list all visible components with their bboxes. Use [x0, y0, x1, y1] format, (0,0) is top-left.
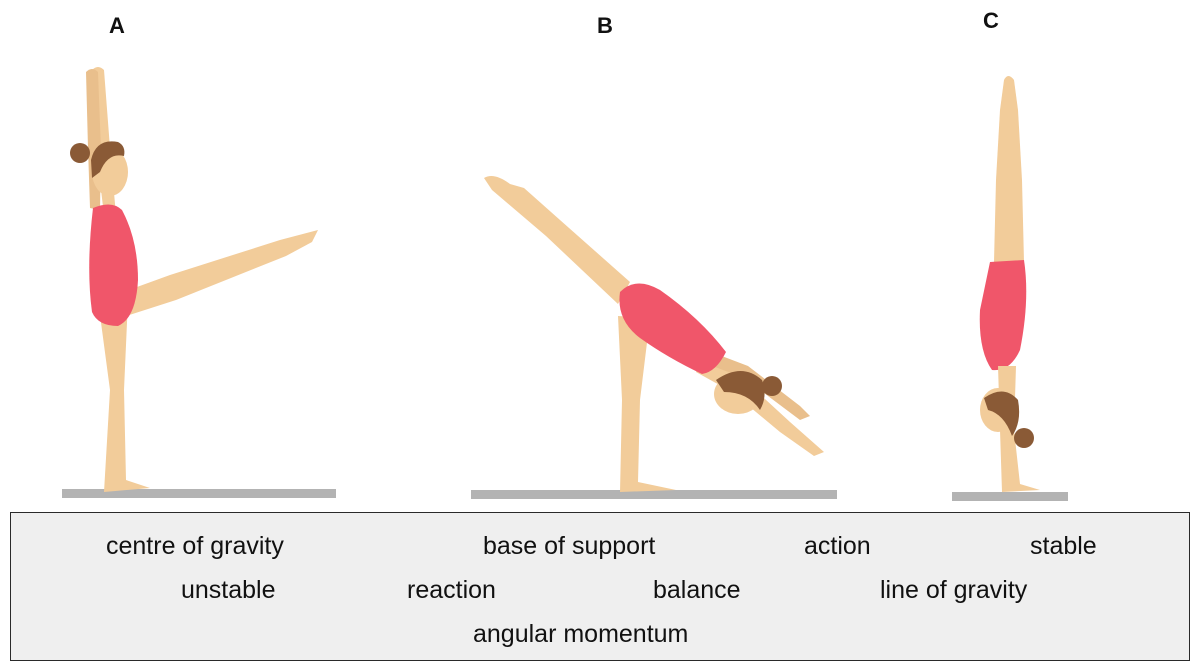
word-bank-term: balance [653, 578, 741, 603]
floor-b [471, 490, 837, 499]
floor-a [62, 489, 336, 498]
gymnast-a-hair-bun [70, 143, 90, 163]
word-bank-term: centre of gravity [106, 534, 284, 559]
gymnast-c-leotard [980, 260, 1027, 370]
gymnast-b [471, 176, 837, 499]
gymnast-b-hair-bun [762, 376, 782, 396]
gymnast-b-raised-leg [484, 176, 630, 304]
word-bank-term: line of gravity [880, 578, 1027, 603]
word-bank: centre of gravity base of support action… [10, 512, 1190, 661]
word-bank-term: stable [1030, 534, 1097, 559]
gymnast-c-hair-bun [1014, 428, 1034, 448]
word-bank-term: reaction [407, 578, 496, 603]
word-bank-term: unstable [181, 578, 276, 603]
word-bank-term: action [804, 534, 871, 559]
gymnast-c [952, 76, 1068, 501]
gymnast-illustrations [0, 0, 1192, 512]
gymnast-c-legs [994, 76, 1024, 262]
gymnast-a [62, 67, 336, 498]
gymnast-a-standing-leg [98, 300, 150, 492]
word-bank-term: angular momentum [473, 622, 688, 647]
word-bank-term: base of support [483, 534, 655, 559]
floor-c [952, 492, 1068, 501]
gymnast-a-raised-leg [112, 230, 318, 318]
gymnast-a-leotard [89, 204, 138, 326]
